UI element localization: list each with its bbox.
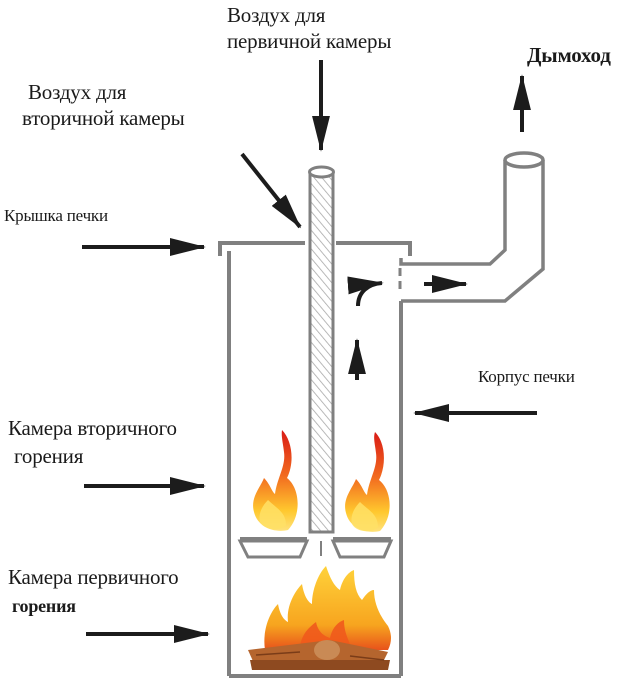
lid-right	[336, 241, 412, 256]
primary-fire	[264, 566, 391, 650]
secondary-flame-left	[253, 430, 298, 531]
gas-flow-curved-arrow	[347, 276, 384, 307]
secondary-chamber-label-line1: Камера вторичного	[8, 416, 177, 440]
secondary-trays	[237, 537, 394, 559]
stove-lid	[218, 241, 412, 256]
primary-air-tube	[308, 165, 335, 534]
secondary-flame-right	[345, 432, 390, 532]
secondary-chamber-label-line2: горения	[14, 444, 84, 468]
stove-lid-label: Крышка печки	[4, 206, 108, 225]
firewood-logs	[248, 640, 390, 670]
secondary-air-label-line1: Воздух для	[28, 80, 127, 104]
primary-chamber-label-line2: горения	[12, 596, 76, 616]
stove-body	[227, 251, 403, 678]
stove-body-label: Корпус печки	[478, 367, 575, 386]
secondary-air-label-line2: вторичной камеры	[22, 106, 185, 130]
chimney-label: Дымоход	[527, 43, 611, 67]
secondary-air-arrow	[240, 152, 302, 229]
primary-air-label-line2: первичной камеры	[227, 29, 392, 53]
lid-left	[218, 241, 305, 256]
chimney-pipe	[399, 151, 545, 303]
primary-air-label-line1: Воздух для	[227, 3, 326, 27]
primary-chamber-label-line1: Камера первичного	[8, 565, 179, 589]
arrows	[82, 60, 537, 643]
